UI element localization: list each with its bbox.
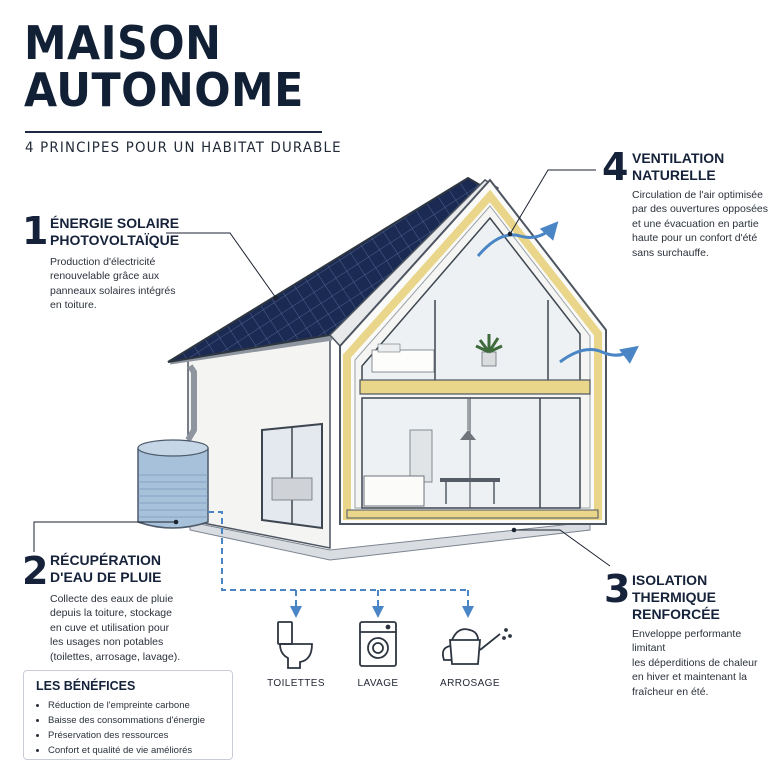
callout-2-desc-line: les usages non potables xyxy=(50,636,164,649)
callout-4-desc-line: par des ouvertures opposées xyxy=(632,203,768,216)
use-label-toilettes: TOILETTES xyxy=(267,678,325,689)
callout-2-description: Collecte des eaux de pluie depuis la toi… xyxy=(50,592,180,664)
callout-4-description: Circulation de l'air optimisée par des o… xyxy=(632,188,768,260)
callout-1-number: 1 xyxy=(22,209,49,253)
ground-slab xyxy=(189,521,591,561)
page-title: MAISON AUTONOME xyxy=(24,20,304,114)
callout-2-number: 2 xyxy=(22,549,49,593)
washing-machine-icon xyxy=(359,621,397,667)
callout-2-desc-line: depuis la toiture, stockage xyxy=(50,607,172,620)
callout-2-desc-line: Collecte des eaux de pluie xyxy=(50,593,174,605)
callout-2-heading: RÉCUPÉRATION D'EAU DE PLUIE xyxy=(50,552,161,586)
callout-3-desc-line: Enveloppe performante limitant xyxy=(632,628,742,655)
callout-1-heading-line: PHOTOVOLTAÏQUE xyxy=(50,232,180,248)
callout-1-description: Production d'électricité renouvelable gr… xyxy=(50,255,176,313)
leader-line-2 xyxy=(33,521,176,552)
callout-4-desc-line: et une évacuation en partie xyxy=(632,217,759,230)
callout-1-desc-line: Production d'électricité xyxy=(50,256,156,268)
rainwater-tank xyxy=(137,439,209,529)
callout-2-desc-line: en cuve et utilisation pour xyxy=(50,621,170,634)
benefit-item: Préservation des ressources xyxy=(48,728,205,743)
use-label-lavage: LAVAGE xyxy=(357,678,399,689)
insulation-layer xyxy=(343,189,602,520)
callout-1-heading-line: ÉNERGIE SOLAIRE xyxy=(50,215,180,231)
airflow-arrow-side xyxy=(559,345,639,364)
callout-4-number: 4 xyxy=(602,145,629,189)
callout-3-heading-line: ISOLATION xyxy=(632,572,708,588)
callout-2-heading-line: D'EAU DE PLUIE xyxy=(50,569,162,585)
callout-4-heading-line: NATURELLE xyxy=(632,167,716,183)
callout-3-description: Enveloppe performante limitant les déper… xyxy=(632,627,768,699)
benefit-item: Réduction de l'empreinte carbone xyxy=(48,698,205,713)
leader-line-3 xyxy=(514,529,611,567)
callout-4-heading: VENTILATION NATURELLE xyxy=(632,150,724,184)
leader-line-1 xyxy=(166,232,277,299)
callout-3-heading-line: THERMIQUE xyxy=(632,589,716,605)
callout-2-heading-line: RÉCUPÉRATION xyxy=(50,552,161,568)
page-subtitle: 4 PRINCIPES POUR UN HABITAT DURABLE xyxy=(25,140,342,156)
downpipe xyxy=(185,364,197,442)
mezzanine-floor xyxy=(359,379,591,395)
callout-1-desc-line: panneaux solaires intégrés xyxy=(50,284,176,297)
callout-3-desc-line: fraîcheur en été. xyxy=(632,685,709,698)
callout-3-desc-line: en hiver et maintenant la xyxy=(632,671,747,684)
callout-4-heading-line: VENTILATION xyxy=(632,150,725,166)
callout-4-desc-line: sans surchauffe. xyxy=(632,246,709,259)
leader-line-4 xyxy=(509,169,596,235)
callout-3-heading: ISOLATION THERMIQUE RENFORCÉE xyxy=(632,572,720,623)
callout-1-heading: ÉNERGIE SOLAIRE PHOTOVOLTAÏQUE xyxy=(50,215,179,249)
callout-1-desc-line: renouvelable grâce aux xyxy=(50,270,160,283)
use-label-arrosage: ARROSAGE xyxy=(440,678,500,689)
benefits-box: LES BÉNÉFICES Réduction de l'empreinte c… xyxy=(23,670,233,760)
callout-3-heading-line: RENFORCÉE xyxy=(632,606,720,622)
watering-can-icon xyxy=(441,628,512,665)
title-line-2: AUTONOME xyxy=(24,63,304,117)
title-divider xyxy=(25,131,322,133)
benefit-item: Confort et qualité de vie améliorés xyxy=(48,743,205,758)
airflow-arrow-top xyxy=(476,221,559,257)
benefit-item: Baisse des consommations d'énergie xyxy=(48,713,205,728)
title-line-1: MAISON xyxy=(24,16,222,70)
toilet-icon xyxy=(277,621,313,669)
benefits-list: Réduction de l'empreinte carbone Baisse … xyxy=(38,698,205,758)
benefits-title: LES BÉNÉFICES xyxy=(36,679,136,693)
callout-1-desc-line: en toiture. xyxy=(50,299,97,312)
callout-3-number: 3 xyxy=(604,567,631,611)
callout-3-desc-line: les déperditions de chaleur xyxy=(632,656,758,669)
callout-2-desc-line: (toilettes, arrosage, lavage). xyxy=(50,650,181,663)
callout-4-desc-line: Circulation de l'air optimisée xyxy=(632,189,763,201)
callout-4-desc-line: haute pour un confort d'été xyxy=(632,232,758,245)
